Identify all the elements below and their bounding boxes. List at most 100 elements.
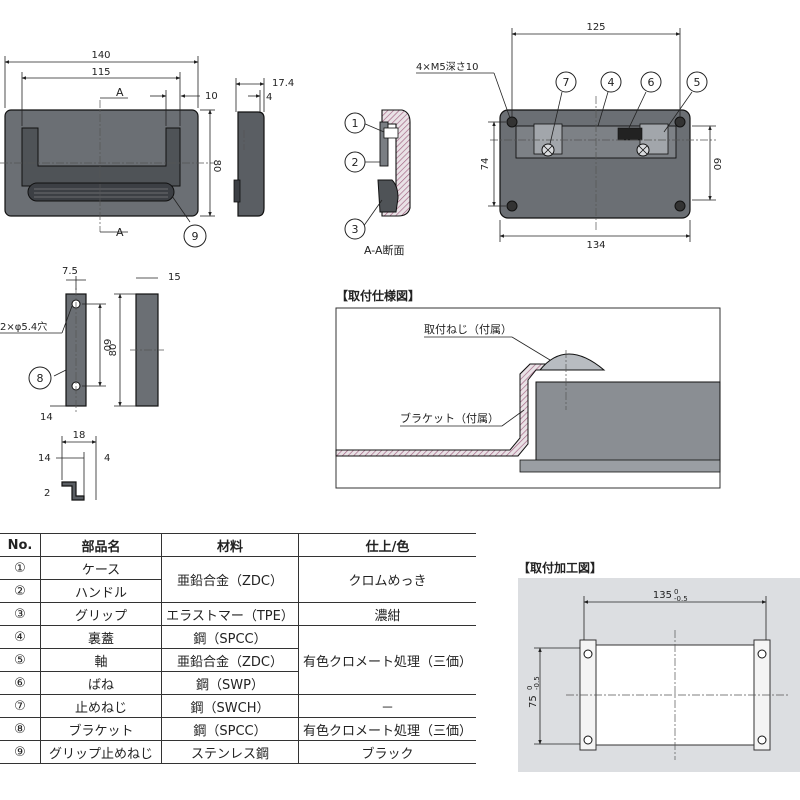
row-name: ばね: [40, 671, 162, 695]
row-no: ⑨: [0, 740, 41, 764]
row-no: ③: [0, 602, 41, 626]
section-view: 1 2 3 A-A断面: [344, 109, 411, 257]
row-finish: 有色クロメート処理（三価）: [298, 625, 477, 695]
rear-view: 125 134 74 60 4×M5深さ10 7 4 6 5: [416, 22, 722, 251]
callout-circle: [183, 224, 207, 248]
row-material: 亜鉛合金（ZDC）: [161, 556, 299, 603]
mount-spec: 【取付仕様図】 取付ねじ（付属） ブラケット（付属）: [335, 288, 721, 489]
mount-case: [535, 381, 721, 463]
dim-4: 4: [266, 92, 272, 103]
machining-title: 【取付加工図】: [518, 560, 602, 575]
callout-3: 3: [352, 223, 359, 236]
row-finish: 有色クロメート処理（三価）: [298, 717, 477, 741]
dim-7-5: 7.5: [62, 266, 78, 277]
dim-14: 14: [40, 412, 53, 423]
bracket-profile: [61, 481, 85, 501]
row-material: ステンレス鋼: [161, 740, 299, 764]
callout-6: 6: [648, 76, 655, 89]
table-row: ⑨ グリップ止めねじ ステンレス鋼 ブラック: [0, 740, 477, 764]
row-no: ⑦: [0, 694, 41, 718]
section-mark-bottom: A: [116, 226, 124, 239]
table-row: ③ グリップ エラストマー（TPE） 濃紺: [0, 602, 477, 626]
row-material: 鋼（SWCH）: [161, 694, 299, 718]
row-name: 軸: [40, 648, 162, 672]
machining-height: 75: [528, 695, 539, 708]
row-no: ⑥: [0, 671, 41, 695]
callout-7: 7: [563, 76, 570, 89]
row-finish: 濃紺: [298, 602, 477, 626]
dim-2: 2: [44, 488, 50, 499]
dim-115: 115: [91, 67, 110, 78]
row-material: 鋼（SWP）: [161, 671, 299, 695]
machining-wtol: 0: [674, 588, 678, 596]
machining-width: 135: [653, 590, 672, 601]
dim-14b: 14: [38, 453, 51, 464]
row-material: 鋼（SPCC）: [161, 625, 299, 649]
bracket-views: 7.5 2×φ5.4穴 60 14 8 80 15 18 14 4 2: [0, 266, 181, 501]
table-row: ⑦ 止めねじ 鋼（SWCH） －: [0, 694, 477, 718]
dim-15: 15: [168, 272, 181, 283]
dim-60b: 60: [101, 339, 112, 352]
side-profile: [237, 111, 265, 217]
row-material: 鋼（SPCC）: [161, 717, 299, 741]
mount-spec-title: 【取付仕様図】: [336, 288, 420, 303]
col-no: No.: [0, 533, 41, 557]
screw-label: 取付ねじ（付属）: [424, 323, 512, 336]
dim-4b: 4: [104, 453, 110, 464]
row-name: ケース: [40, 556, 162, 580]
machining-drawing: 【取付加工図】 135 0 -0.5 75 0 -0.5: [518, 560, 800, 772]
dim-80: 80: [211, 160, 222, 173]
row-finish: ブラック: [298, 740, 477, 764]
row-material: エラストマー（TPE）: [161, 602, 299, 626]
spring: [617, 127, 643, 141]
dim-18: 18: [73, 430, 86, 441]
bracket-label: ブラケット（付属）: [400, 411, 499, 425]
machining-wtol-low: -0.5: [674, 595, 688, 603]
row-name: 止めねじ: [40, 694, 162, 718]
section-grip: [377, 179, 399, 213]
row-name: ブラケット: [40, 717, 162, 741]
row-no: ⑤: [0, 648, 41, 672]
parts-table: No. 部品名 材料 仕上/色 ① ケース 亜鉛合金（ZDC） クロムめっき ②…: [0, 533, 477, 764]
row-name: ハンドル: [40, 579, 162, 603]
grip: [27, 182, 175, 202]
mount-screw: [538, 353, 606, 371]
table-row: ⑤ 軸 亜鉛合金（ZDC）: [0, 648, 476, 672]
dim-17-4: 17.4: [272, 78, 294, 89]
dim-10: 10: [205, 91, 218, 102]
thread-note: 4×M5深さ10: [416, 61, 478, 73]
dim-125: 125: [586, 22, 605, 33]
callout-1: 1: [352, 117, 359, 130]
table-row: ① ケース 亜鉛合金（ZDC） クロムめっき: [0, 556, 477, 603]
machining-htol: 0: [526, 686, 534, 690]
col-finish: 仕上/色: [298, 533, 477, 557]
row-name: グリップ止めねじ: [40, 740, 162, 764]
callout-2: 2: [352, 156, 359, 169]
section-handle: [379, 121, 389, 167]
table-row: ④ 裏蓋 鋼（SPCC） 有色クロメート処理（三価）: [0, 625, 477, 695]
callout-8: 8: [37, 372, 44, 385]
table-row: ⑥ ばね 鋼（SWP）: [0, 671, 476, 695]
col-material: 材料: [161, 533, 299, 557]
section-mark-top: A: [116, 86, 124, 99]
parts-table-header: No. 部品名 材料 仕上/色: [0, 533, 477, 557]
hole-note: 2×φ5.4穴: [0, 320, 47, 333]
dim-140: 140: [91, 50, 110, 61]
row-finish: －: [298, 694, 477, 718]
row-material: 亜鉛合金（ZDC）: [161, 648, 299, 672]
row-name: グリップ: [40, 602, 162, 626]
row-name: 裏蓋: [40, 625, 162, 649]
front-view: 140 115 10 80 A A 9: [0, 50, 222, 248]
machining-htol-low: -0.5: [533, 676, 541, 690]
row-no: ⑧: [0, 717, 41, 741]
col-name: 部品名: [40, 533, 162, 557]
dim-74: 74: [480, 158, 491, 171]
callout-9: 9: [192, 230, 199, 243]
dim-60: 60: [711, 158, 722, 171]
row-no: ②: [0, 579, 41, 603]
row-no: ④: [0, 625, 41, 649]
callout-4: 4: [608, 76, 615, 89]
side-view: 17.4 4: [233, 78, 294, 217]
section-caption: A-A断面: [364, 243, 405, 257]
